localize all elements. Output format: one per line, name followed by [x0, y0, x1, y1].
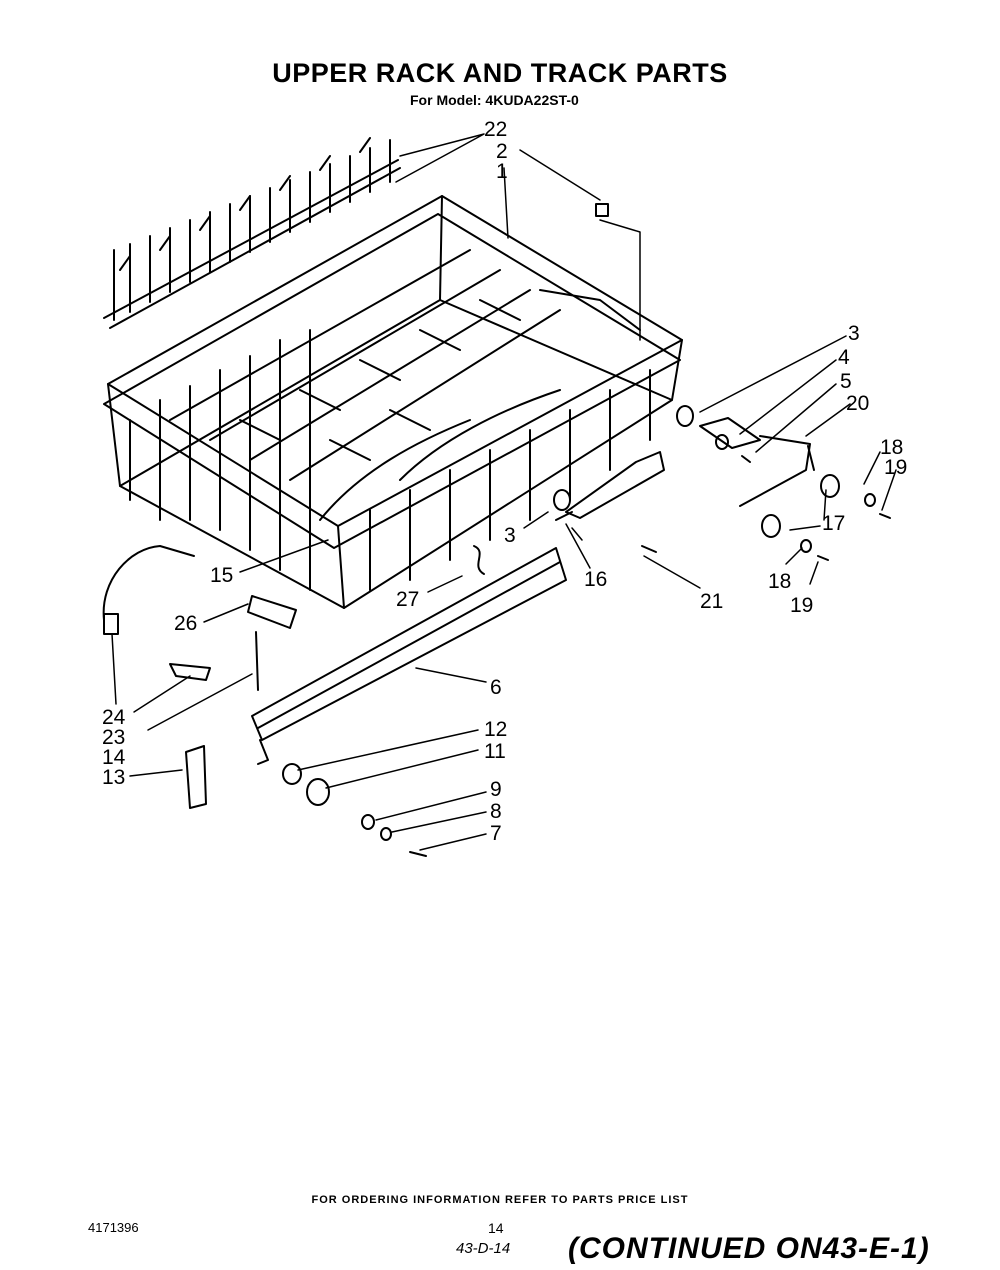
track-rail	[251, 547, 567, 765]
page-title: UPPER RACK AND TRACK PARTS	[272, 58, 728, 88]
callout-3-right: 3	[848, 322, 860, 345]
callout-27: 27	[396, 588, 419, 611]
callout-14: 14	[102, 746, 126, 769]
callout-19-lower: 19	[790, 594, 813, 617]
callout-5: 5	[840, 370, 852, 393]
callout-23: 23	[102, 726, 125, 749]
callout-24: 24	[102, 706, 126, 729]
callout-6: 6	[490, 676, 502, 699]
callout-18-right: 18	[880, 436, 903, 459]
track-hardware	[282, 763, 427, 857]
track-bracket	[553, 451, 665, 553]
callout-7: 7	[490, 822, 502, 845]
callout-22: 22	[484, 118, 507, 141]
callout-2: 2	[496, 140, 508, 163]
callout-21: 21	[700, 590, 723, 613]
model-subtitle: For Model: 4KUDA22ST-0	[410, 92, 579, 108]
tine-row-part	[103, 137, 401, 329]
handwritten-code: 43-D-14	[456, 1240, 511, 1257]
callout-13: 13	[102, 766, 125, 789]
callout-18-lower: 18	[768, 570, 791, 593]
callout-8: 8	[490, 800, 502, 823]
upper-rack-basket	[103, 195, 683, 609]
callout-3-left: 3	[504, 524, 516, 547]
callout-19-right: 19	[884, 456, 907, 479]
ordering-note: FOR ORDERING INFORMATION REFER TO PARTS …	[311, 1194, 689, 1206]
rack-clip-part	[595, 203, 609, 217]
continued-note: (CONTINUED ON43-E-1)	[568, 1232, 930, 1265]
callout-20: 20	[846, 392, 869, 415]
callout-26: 26	[174, 612, 197, 635]
callout-12: 12	[484, 718, 507, 741]
roller-set	[761, 474, 891, 561]
right-roller-bracket	[676, 405, 815, 507]
page-number: 14	[488, 1220, 504, 1236]
callout-17: 17	[822, 512, 845, 535]
left-side-parts	[102, 545, 485, 809]
callout-4: 4	[838, 346, 850, 369]
callout-16: 16	[584, 568, 607, 591]
callout-labels: 22 2 1 3 4 5 20 18 19 17 3 16 18 19 21 1…	[102, 118, 907, 845]
callout-15: 15	[210, 564, 233, 587]
callout-9: 9	[490, 778, 502, 801]
callout-11: 11	[484, 740, 506, 763]
callout-1: 1	[496, 160, 508, 183]
document-code: 4171396	[88, 1220, 139, 1235]
leader-lines	[111, 133, 897, 851]
